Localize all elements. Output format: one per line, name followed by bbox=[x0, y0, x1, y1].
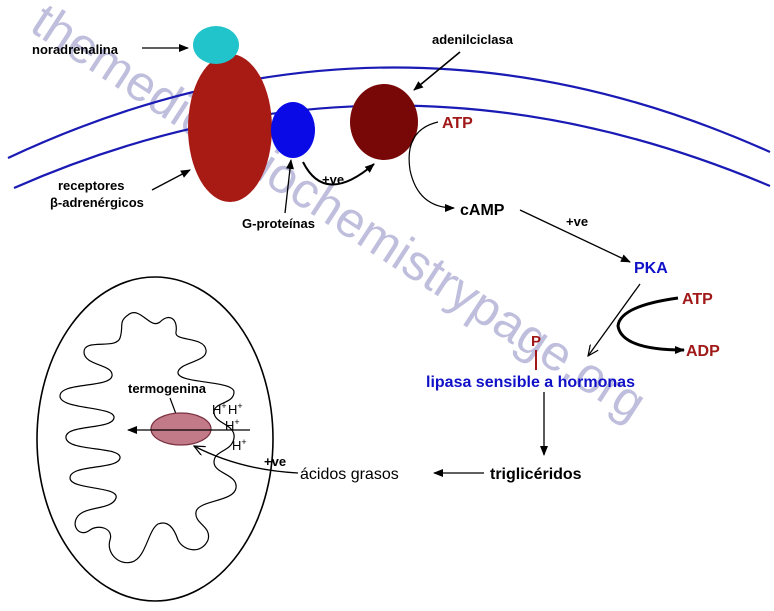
adenilciclasa-arrow bbox=[413, 51, 461, 91]
positive-effect-label-3: +ve bbox=[264, 454, 286, 469]
noradrenaline-molecule bbox=[193, 26, 239, 64]
pka-label: PKA bbox=[634, 260, 668, 277]
proton-charge-3: + bbox=[234, 417, 239, 427]
acidos-to-termogenina-arrow bbox=[194, 446, 299, 474]
termogenina-pointer bbox=[169, 397, 177, 415]
noradrenalina-label: noradrenalina bbox=[32, 42, 119, 57]
adenilciclasa-label: adenilciclasa bbox=[432, 32, 514, 47]
termogenina-label: termogenina bbox=[128, 381, 207, 396]
g-proteinas-label: G-proteínas bbox=[242, 216, 315, 231]
trigliceridos-label: triglicéridos bbox=[490, 466, 582, 483]
mitochondrion-outer-membrane bbox=[36, 276, 274, 602]
atp-label-2: ATP bbox=[682, 291, 713, 308]
termogenina-protein bbox=[150, 412, 212, 446]
adp-label: ADP bbox=[686, 343, 720, 360]
pka-to-lipase-arrow bbox=[588, 283, 641, 356]
acidos-grasos-label: ácidos grasos bbox=[300, 466, 399, 483]
proton-label-2: H+ bbox=[228, 401, 243, 417]
membrane-outer-line bbox=[7, 66, 771, 159]
beta-adrenergic-receptor bbox=[188, 54, 272, 202]
camp-to-pka-arrow bbox=[519, 209, 631, 263]
atp-to-adp-arrow bbox=[616, 296, 685, 354]
mitochondrion-cristae bbox=[59, 312, 237, 564]
receptores-arrow bbox=[151, 169, 191, 191]
atp-to-camp-arrow bbox=[408, 121, 455, 212]
phosphate-label: P bbox=[531, 333, 541, 350]
proton-symbol-4: H bbox=[232, 438, 241, 453]
proton-charge-2: + bbox=[237, 401, 242, 411]
atp-label-1: ATP bbox=[442, 115, 473, 132]
positive-effect-label-1: +ve bbox=[322, 172, 344, 187]
proton-label-1: H+ bbox=[212, 401, 227, 417]
g-protein-activation-arrow bbox=[302, 161, 375, 186]
proton-label-4: H+ bbox=[232, 437, 247, 453]
proton-symbol-1: H bbox=[212, 402, 221, 417]
proton-charge-1: + bbox=[221, 401, 226, 411]
receptores-label-line2: β-adrenérgicos bbox=[50, 195, 144, 210]
camp-label: cAMP bbox=[460, 202, 505, 219]
lipasa-label: lipasa sensible a hormonas bbox=[426, 374, 635, 391]
proton-symbol-2: H bbox=[228, 402, 237, 417]
g-proteinas-arrow bbox=[284, 159, 294, 214]
proton-charge-4: + bbox=[241, 437, 246, 447]
positive-effect-label-2: +ve bbox=[566, 214, 588, 229]
adenylyl-cyclase bbox=[350, 84, 418, 160]
g-protein bbox=[271, 102, 315, 158]
proton-symbol-3: H bbox=[225, 418, 234, 433]
receptores-label-line1: receptores bbox=[58, 178, 124, 193]
proton-label-3: H+ bbox=[225, 417, 240, 433]
